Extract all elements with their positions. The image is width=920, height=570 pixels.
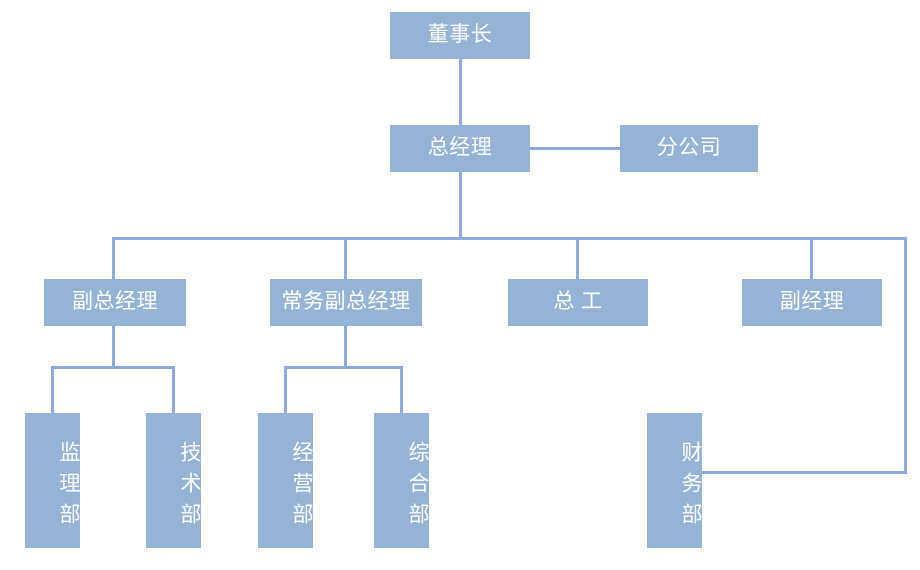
connector-chairman-to-general-manager	[459, 58, 462, 125]
connector-deputy-general-manager-bus	[51, 366, 175, 369]
node-executive-deputy-general-manager[interactable]: 常务副总经理	[270, 279, 422, 326]
node-branch-company[interactable]: 分公司	[620, 125, 758, 172]
connector-to-supervision-department	[51, 366, 54, 413]
connector-bus-to-finance-department-horizontal	[700, 471, 907, 474]
node-general-manager[interactable]: 总经理	[390, 125, 530, 172]
node-deputy-general-manager[interactable]: 副总经理	[44, 279, 186, 326]
connector-to-general-affairs-department	[400, 366, 403, 413]
node-chairman[interactable]: 董事长	[390, 12, 530, 59]
connector-bus-to-chief-engineer	[576, 237, 579, 279]
node-technology-department[interactable]: 技术部	[146, 413, 201, 548]
connector-main-bus	[112, 237, 907, 240]
connector-general-manager-stem	[459, 172, 462, 239]
node-supervision-department[interactable]: 监理部	[25, 413, 80, 548]
node-general-affairs-department[interactable]: 综合部	[374, 413, 429, 548]
connector-to-operations-department	[284, 366, 287, 413]
connector-executive-deputy-general-manager-stem	[344, 325, 347, 368]
connector-general-manager-to-branch-company	[530, 147, 620, 150]
node-finance-department[interactable]: 财务部	[647, 413, 702, 548]
connector-deputy-general-manager-stem	[112, 325, 115, 368]
node-chief-engineer[interactable]: 总 工	[508, 279, 648, 326]
connector-executive-deputy-general-manager-bus	[284, 366, 403, 369]
connector-to-technology-department	[172, 366, 175, 413]
connector-bus-to-executive-deputy-general-manager	[344, 237, 347, 279]
connector-bus-to-deputy-manager	[810, 237, 813, 279]
connector-bus-to-finance-department-vertical	[904, 237, 907, 474]
node-deputy-manager[interactable]: 副经理	[742, 279, 882, 326]
node-operations-department[interactable]: 经营部	[258, 413, 313, 548]
connector-bus-to-deputy-general-manager	[112, 237, 115, 279]
